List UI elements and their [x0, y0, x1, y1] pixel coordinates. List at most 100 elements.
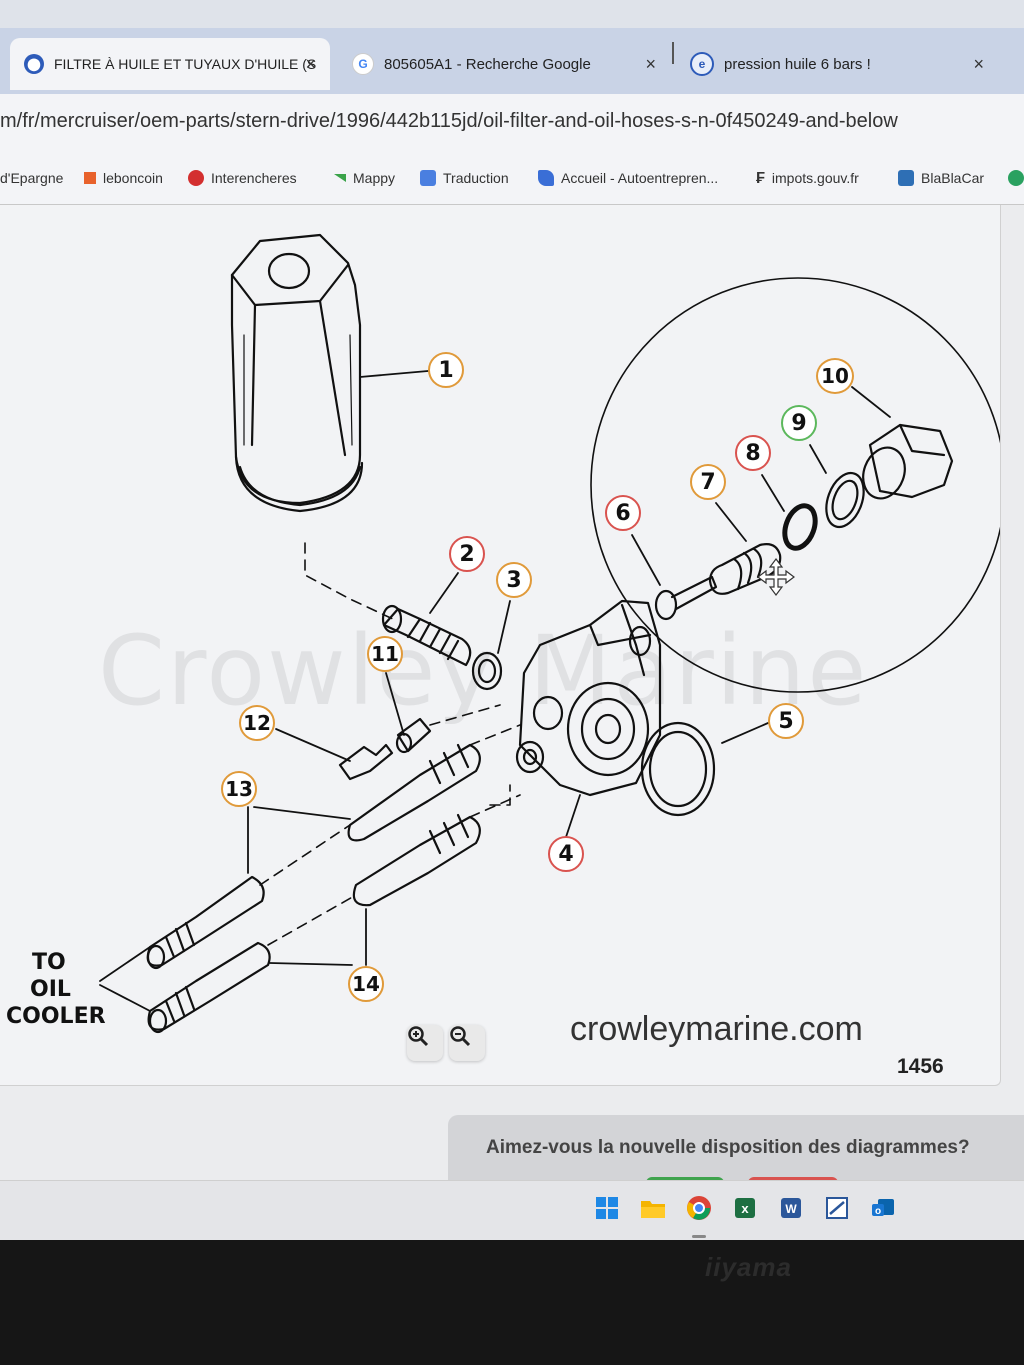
tab-label: pression huile 6 bars !	[724, 55, 871, 73]
callout-7[interactable]: 7	[690, 464, 726, 500]
bookmark-label: BlaBlaCar	[921, 170, 985, 186]
monitor-brand-logo: iiyama	[705, 1252, 792, 1282]
svg-text:x: x	[741, 1201, 749, 1216]
hose-end-upper-drawing	[146, 875, 265, 970]
bookmark-epargne[interactable]: d'Epargne	[0, 170, 63, 186]
callout-4[interactable]: 4	[548, 836, 584, 872]
exploded-view-drawing	[99, 233, 1000, 1034]
active-app-indicator	[692, 1235, 706, 1238]
ide-icon[interactable]	[824, 1195, 850, 1221]
tab-divider	[672, 42, 674, 64]
parts-diagram: Crowley Marine	[0, 205, 1001, 1086]
callout-13[interactable]: 13	[221, 771, 257, 807]
bookmark-interencheres[interactable]: Interencheres	[188, 170, 297, 186]
bookmark-mappy[interactable]: Mappy	[322, 170, 395, 186]
site-watermark-text: crowleymarine.com	[570, 1010, 863, 1048]
label-line: TO	[32, 950, 66, 975]
callout-3[interactable]: 3	[496, 562, 532, 598]
windows-start-icon[interactable]	[594, 1195, 620, 1221]
bookmark-blablacar[interactable]: BlaBlaCar	[898, 170, 984, 186]
move-cursor-icon	[757, 558, 795, 596]
tab-oil-pressure[interactable]: e pression huile 6 bars ! ×	[690, 38, 1010, 90]
callout-9[interactable]: 9	[781, 405, 817, 441]
small-fitting-drawing	[395, 717, 432, 754]
tab-oil-filter[interactable]: ⬤ FILTRE À HUILE ET TUYAUX D'HUILE (S ×	[10, 38, 330, 90]
detail-circle	[590, 277, 1000, 693]
bookmark-traduction[interactable]: Traduction	[420, 170, 509, 186]
plug-drawing	[862, 423, 954, 500]
callout-14[interactable]: 14	[348, 966, 384, 1002]
bookmark-label: Mappy	[353, 170, 396, 186]
callout-2[interactable]: 2	[449, 536, 485, 572]
bookmarks-bar: d'Epargne leboncoin Interencheres Mappy …	[0, 152, 1024, 205]
blablacar-icon	[898, 170, 914, 186]
hose-fitting-upper-drawing	[347, 743, 481, 842]
screen: ⬤ FILTRE À HUILE ET TUYAUX D'HUILE (S × …	[0, 0, 1024, 1240]
diagram-feedback-banner: Aimez-vous la nouvelle disposition des d…	[448, 1115, 1024, 1189]
tab-label: FILTRE À HUILE ET TUYAUX D'HUILE (S	[54, 56, 317, 72]
bookmark-label: d'Epargne	[0, 170, 64, 186]
oil-filter-drawing	[230, 233, 364, 513]
callout-5[interactable]: 5	[768, 703, 804, 739]
callout-6[interactable]: 6	[605, 495, 641, 531]
tab-bar: ⬤ FILTRE À HUILE ET TUYAUX D'HUILE (S × …	[0, 28, 1024, 94]
translate-icon	[420, 170, 436, 186]
ring-drawing	[782, 503, 818, 551]
hose-fitting-lower-drawing	[352, 813, 481, 907]
figure-number: 1456	[897, 1055, 944, 1078]
monitor-bezel	[0, 1240, 1024, 1365]
google-icon: G	[352, 53, 374, 75]
close-tab-icon[interactable]: ×	[305, 53, 316, 74]
address-bar[interactable]: m/fr/mercruiser/oem-parts/stern-drive/19…	[0, 94, 1024, 152]
feedback-question: Aimez-vous la nouvelle disposition des d…	[486, 1137, 970, 1158]
seal-drawing	[825, 471, 865, 529]
tab-label: 805605A1 - Recherche Google	[384, 55, 591, 73]
zoom-in-button[interactable]	[407, 1025, 443, 1061]
zoom-out-button[interactable]	[449, 1025, 485, 1061]
fitting-drawing	[381, 604, 472, 667]
close-tab-icon[interactable]: ×	[645, 53, 656, 74]
callout-1[interactable]: 1	[428, 352, 464, 388]
autoentrepreneur-icon	[538, 170, 554, 186]
file-explorer-icon[interactable]	[640, 1195, 666, 1221]
callout-11[interactable]: 11	[367, 636, 403, 672]
leboncoin-icon	[84, 172, 96, 184]
gasket-drawing	[640, 721, 716, 817]
excel-icon[interactable]: x	[732, 1195, 758, 1221]
svg-text:W: W	[785, 1202, 797, 1216]
washer-drawing	[471, 651, 503, 691]
bookmark-overflow[interactable]	[1008, 170, 1024, 186]
url-text[interactable]: m/fr/mercruiser/oem-parts/stern-drive/19…	[0, 110, 898, 132]
bleeder-drawing	[338, 743, 394, 781]
to-oil-cooler-label: TO OIL COOLER	[6, 949, 106, 1030]
interencheres-icon	[188, 170, 204, 186]
label-line: COOLER	[6, 1004, 106, 1029]
impots-icon: ₣	[756, 170, 765, 187]
bookmark-label: impots.gouv.fr	[771, 170, 859, 186]
page-content: Crowley Marine	[0, 205, 1024, 1240]
outlook-icon[interactable]: o	[870, 1195, 896, 1221]
callout-8[interactable]: 8	[735, 435, 771, 471]
bookmark-autoentrepreneur[interactable]: Accueil - Autoentrepren...	[538, 170, 718, 186]
close-tab-icon[interactable]: ×	[973, 53, 984, 74]
zoom-out-icon	[450, 1026, 471, 1047]
bookmark-leboncoin[interactable]: leboncoin	[84, 170, 163, 186]
site-favicon-icon: ⬤	[24, 54, 44, 74]
taskbar: x W o	[0, 1180, 1024, 1240]
pin-drawing	[654, 575, 718, 621]
bookmark-label: Interencheres	[211, 170, 297, 186]
word-icon[interactable]: W	[778, 1195, 804, 1221]
tab-google-search[interactable]: G 805605A1 - Recherche Google ×	[352, 38, 662, 90]
chrome-icon[interactable]	[686, 1195, 712, 1221]
zoom-in-icon	[408, 1026, 429, 1047]
bookmark-label: leboncoin	[103, 170, 163, 186]
mappy-icon	[322, 174, 346, 182]
app-icon	[1008, 170, 1024, 186]
callout-10[interactable]: 10	[816, 358, 854, 394]
label-line: OIL	[30, 977, 71, 1002]
bookmark-impots[interactable]: ₣ impots.gouv.fr	[756, 170, 859, 187]
callout-12[interactable]: 12	[239, 705, 275, 741]
bookmark-label: Traduction	[443, 170, 509, 186]
adapter-housing-drawing	[515, 599, 662, 797]
leader-lines	[99, 370, 891, 1012]
